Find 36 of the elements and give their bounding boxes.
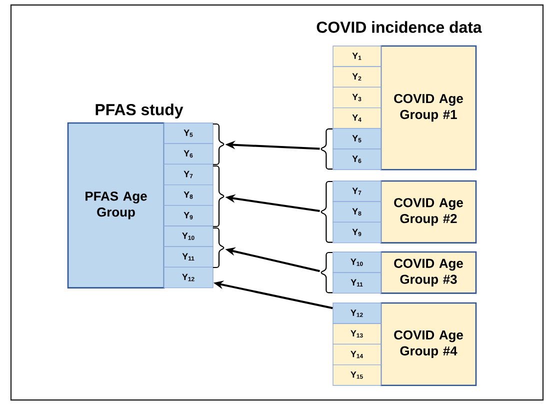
year-cell: Y$_{4}$ (332, 107, 382, 129)
year-cell: Y$_{8}$ (164, 184, 214, 206)
bracket (213, 165, 224, 228)
bracket (321, 180, 332, 243)
year-cell: Y$_{7}$ (164, 164, 214, 186)
year-cell: Y$_{8}$ (332, 201, 382, 223)
year-cell: Y$_{11}$ (164, 246, 214, 268)
year-cell: Y$_{6}$ (332, 148, 382, 170)
heading: PFAS study (96, 104, 184, 118)
age-group-box: COVID Age Group #4 (380, 302, 477, 386)
year-cell: Y$_{9}$ (332, 222, 382, 244)
year-cell: Y$_{9}$ (164, 205, 214, 226)
age-group-box: PFAS Age Group (67, 122, 165, 288)
bracket (213, 227, 224, 268)
year-cell: Y$_{12}$ (332, 302, 382, 324)
year-cell: Y$_{12}$ (164, 266, 214, 288)
year-cell: Y$_{5}$ (164, 122, 214, 144)
year-cell: Y$_{13}$ (332, 323, 382, 345)
year-cell: Y$_{7}$ (332, 180, 382, 202)
year-cell: Y$_{6}$ (164, 143, 214, 165)
year-cell: Y$_{3}$ (332, 86, 382, 108)
age-group-box: COVID Age Group #1 (380, 45, 477, 170)
bracket (321, 128, 332, 170)
year-cell: Y$_{11}$ (332, 272, 382, 294)
age-group-box: COVID Age Group #3 (380, 251, 477, 294)
age-group-box: COVID Age Group #2 (380, 180, 477, 244)
heading: COVID incidence data (316, 21, 482, 33)
bracket (321, 252, 332, 294)
year-cell: Y$_{14}$ (332, 344, 382, 366)
year-cell: Y$_{2}$ (332, 66, 382, 88)
year-cell: Y$_{10}$ (164, 226, 214, 247)
year-cell: Y$_{15}$ (332, 364, 382, 386)
bracket (213, 123, 224, 166)
year-cell: Y$_{10}$ (332, 252, 382, 273)
year-cell: Y$_{1}$ (332, 46, 382, 67)
year-cell: Y$_{5}$ (332, 128, 382, 150)
